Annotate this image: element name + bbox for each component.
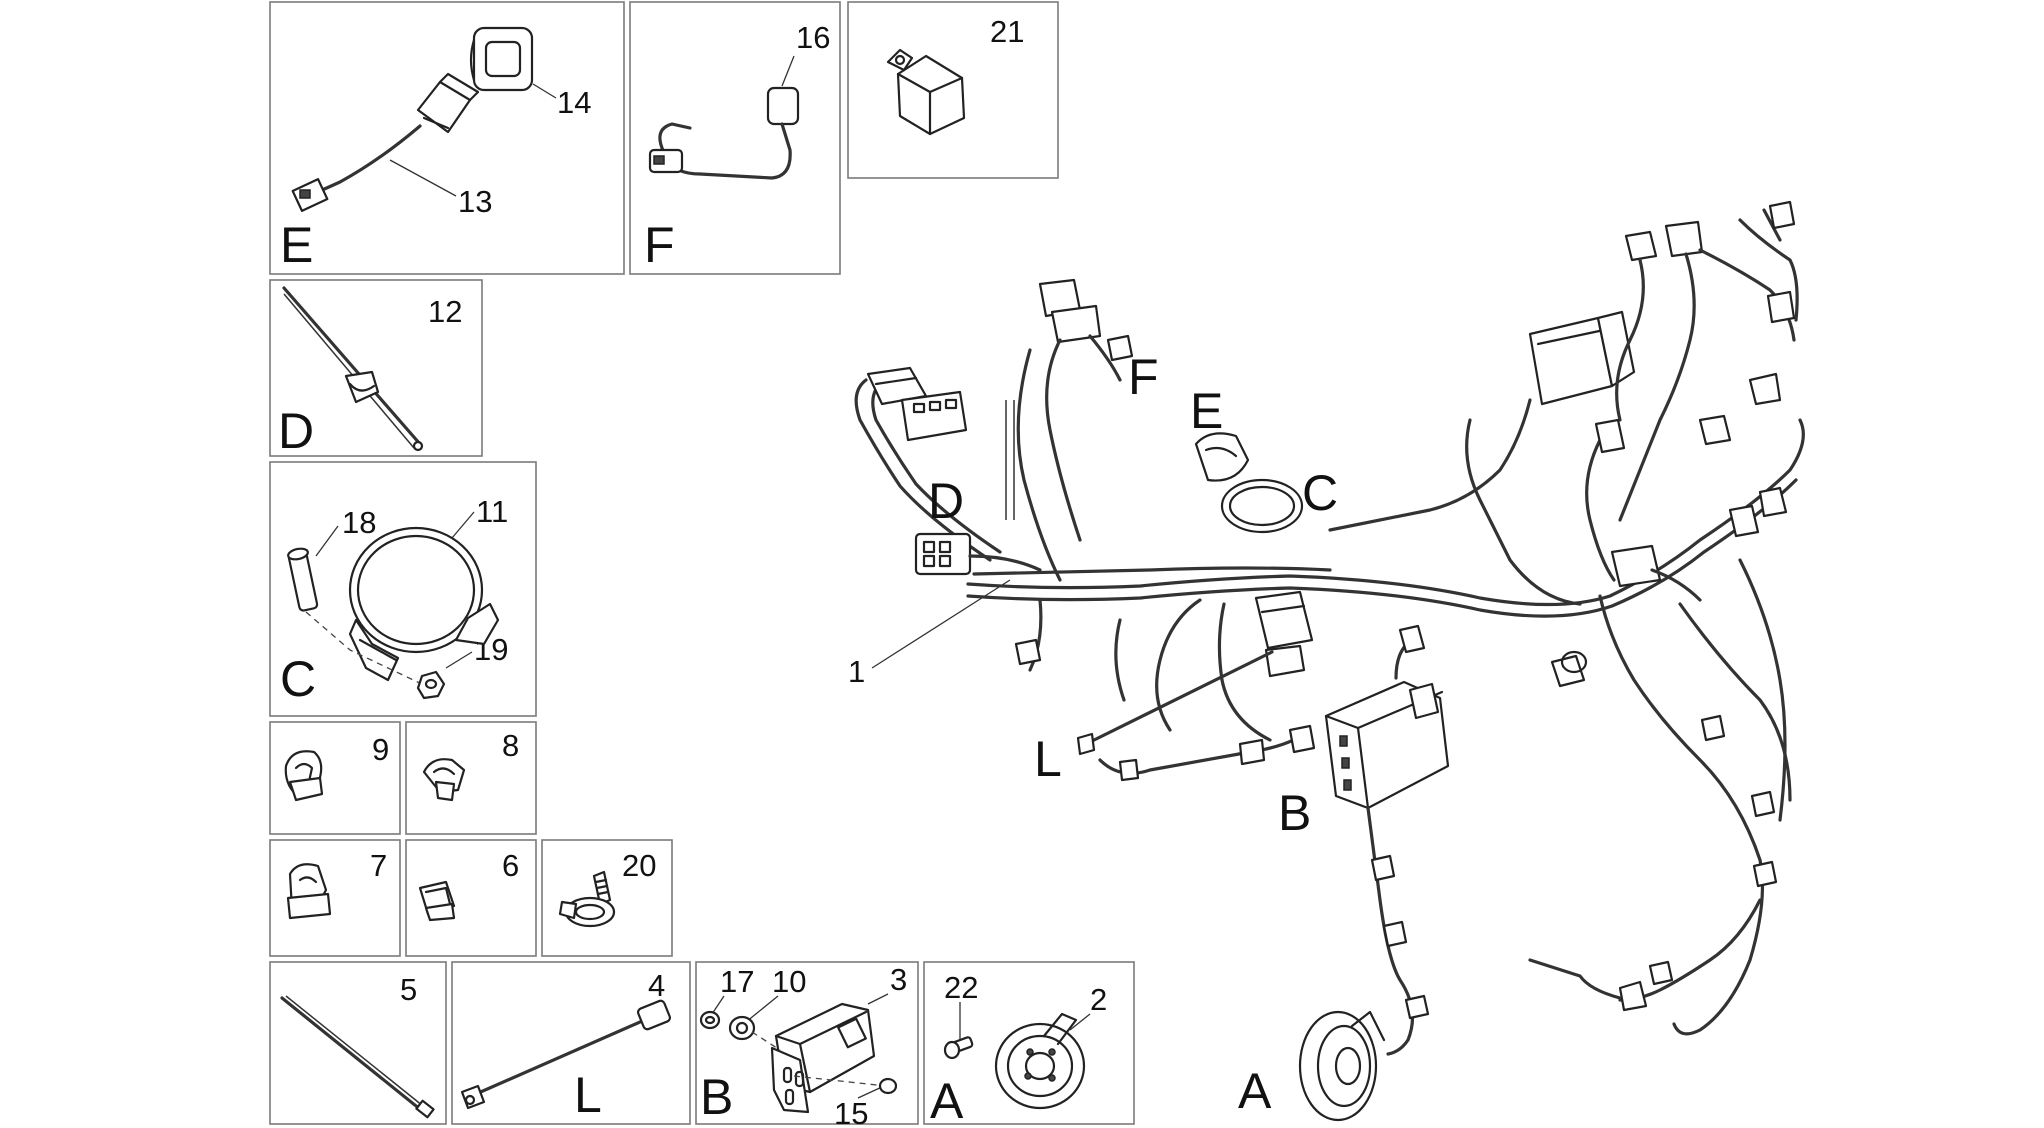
panel-20: 20 [541,839,673,957]
label-9: 9 [372,732,389,767]
label-1: 1 [848,654,865,689]
label-14: 14 [557,85,591,120]
panel-a: 22 2 A [923,961,1135,1128]
label-4: 4 [648,968,665,1003]
part-5-cable-tie [280,995,435,1119]
panel-e: 14 13 E [269,1,625,275]
label-6: 6 [502,848,519,883]
part-16-sensor-cable [648,86,800,180]
part-14-grommet [469,26,534,92]
panel-21: 21 [847,1,1059,179]
part-19-nut [416,670,446,700]
panel-9: 9 [269,721,401,835]
panel-7: 7 [269,839,401,957]
label-5: 5 [400,972,417,1007]
label-21: 21 [990,14,1024,49]
panel-5: 5 [269,961,447,1125]
label-16: 16 [796,20,830,55]
panel-l: 4 L [451,961,691,1125]
letter-a: A [930,1073,964,1128]
label-3: 3 [890,962,907,997]
label-17: 17 [720,964,754,999]
label-12: 12 [428,294,462,329]
part-17-nut [699,1010,721,1030]
panel-f: 16 F [629,1,841,275]
part-4-sensor-rod [460,999,671,1110]
label-10: 10 [772,964,806,999]
letter-c: C [280,651,316,707]
main-wiring-harness [854,200,1805,1122]
letter-l: L [574,1067,602,1123]
part-10-washer [728,1015,756,1041]
callout-d: D [928,473,964,529]
part-13-sensor-cable [291,72,480,212]
label-11: 11 [476,494,508,529]
label-20: 20 [622,848,656,883]
label-15: 15 [834,1096,868,1128]
label-13: 13 [458,184,492,219]
letter-e: E [280,217,313,273]
callout-l: L [1034,731,1062,787]
label-8: 8 [502,728,519,763]
panel-d: 12 D [269,279,483,459]
part-9-clip [284,750,324,802]
callout-a: A [1238,1063,1272,1119]
part-2-horn [994,1012,1086,1110]
letter-b: B [700,1069,733,1125]
part-8-clip [422,758,466,802]
part-20-clamp [558,870,616,928]
panel-c: 18 11 19 C [269,461,537,717]
part-21-rubber-cover [886,48,966,136]
part-6-clip [418,880,456,922]
callout-b: B [1278,785,1311,841]
callout-c: C [1302,465,1338,521]
part-15-screw [878,1077,898,1095]
label-2: 2 [1090,982,1107,1017]
part-22-bolt [943,1036,974,1060]
letter-f: F [644,217,675,273]
callout-e: E [1190,383,1223,439]
part-18-screw [287,547,319,612]
panel-6: 6 [405,839,537,957]
label-18: 18 [342,505,376,540]
part-11-ring-clamp [348,526,500,682]
part-7-clip [286,863,332,920]
callout-f: F [1128,349,1159,405]
part-12-cable-tie-clip [282,286,424,452]
label-7: 7 [370,848,387,883]
label-22: 22 [944,970,978,1005]
panel-b: 17 10 3 15 B [695,961,919,1128]
letter-d: D [278,403,314,459]
panel-8: 8 [405,721,537,835]
part-3-control-unit [770,1002,876,1114]
main-callouts: 1 F E D C L B A [848,349,1338,1119]
